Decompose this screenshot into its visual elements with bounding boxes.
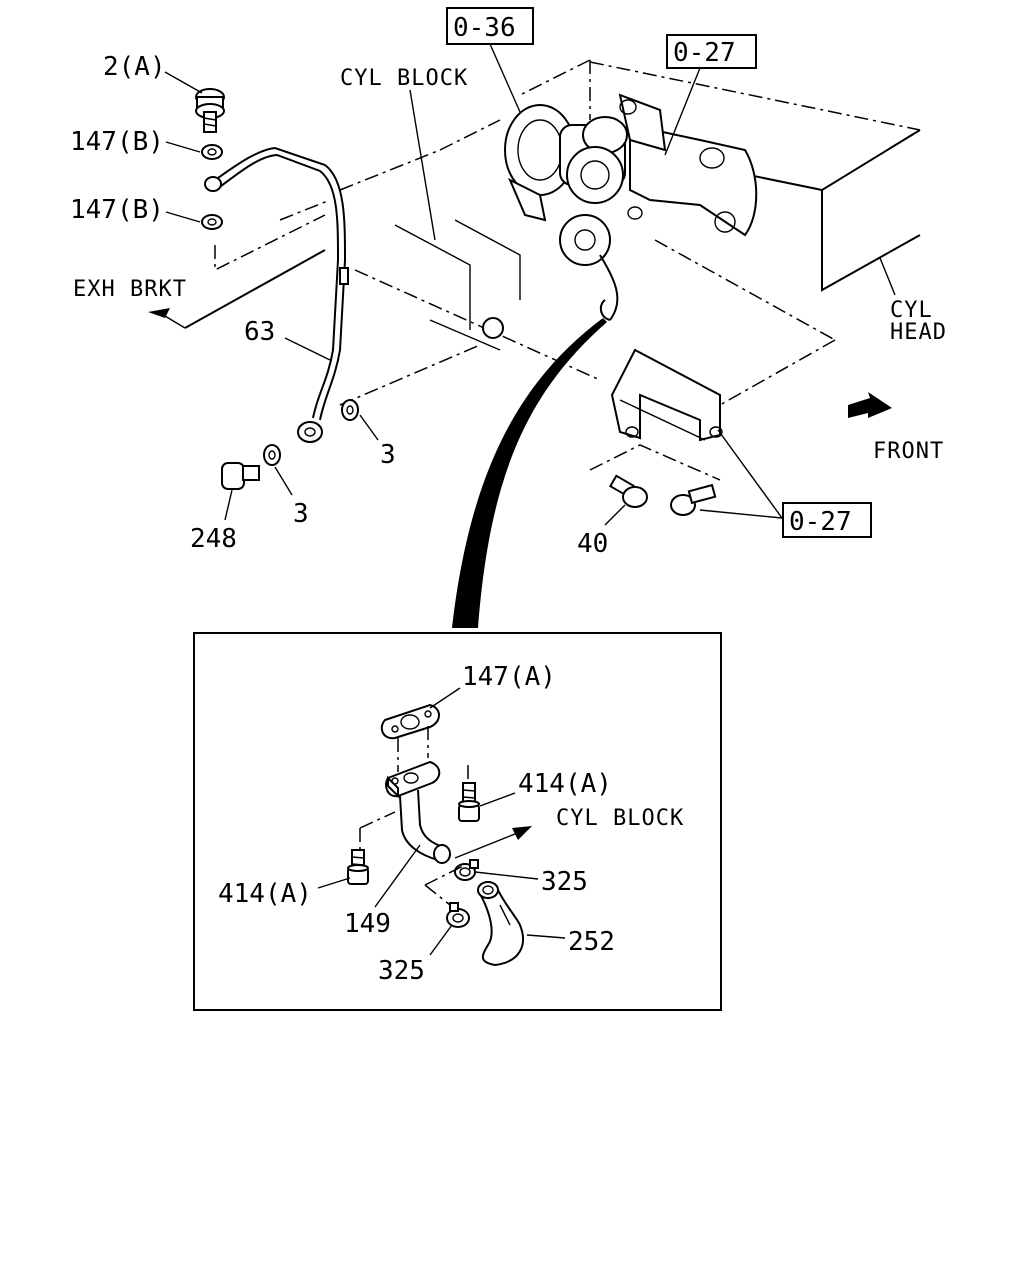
note-cyl-head-line2: HEAD [890,320,947,345]
note-front: FRONT [873,439,944,464]
callout-63: 63 [244,317,275,347]
gasket-147a [380,703,440,772]
note-cyl-head-line1: CYL [890,298,933,323]
callout-325-left: 325 [378,956,425,986]
callout-2a: 2(A) [103,52,166,82]
clamp-325-left [446,902,470,928]
washer-3-right [341,399,359,421]
detail-view: 147(A) 414(A) CYL BLOCK 414(A) 149 325 3… [193,632,722,1011]
ref-0-36: 0-36 [453,13,516,43]
turbocharger-assembly [504,93,758,321]
note-exh-brkt: EXH BRKT [73,277,187,302]
callout-3-right: 3 [380,440,396,470]
hose-252 [477,881,524,967]
bolt-2a [195,88,225,133]
detail-connector [452,318,607,628]
washer-3-left [263,444,281,466]
callout-147b-upper: 147(B) [70,127,164,157]
callout-252: 252 [568,927,615,957]
ref-box-0-27-bottom [782,502,872,538]
cyl-block-arrow [454,826,532,859]
callout-3-left: 3 [293,499,309,529]
callout-149: 149 [344,909,391,939]
note-cyl-block-top: CYL BLOCK [340,66,468,91]
callout-248: 248 [190,524,237,554]
bolt-414a-left [347,811,396,885]
callout-414a-right: 414(A) [518,769,612,799]
callout-147a: 147(A) [462,662,556,692]
ref-box-0-36 [446,7,534,45]
front-arrow-icon [848,392,892,418]
callout-414a-left: 414(A) [218,879,312,909]
ref-0-27-top: 0-27 [673,38,736,68]
ref-0-27-bottom: 0-27 [789,507,852,537]
callout-147b-lower: 147(B) [70,195,164,225]
oil-union [482,317,504,339]
exhaust-bracket [610,348,723,442]
leader-lines-top [164,43,896,526]
note-cyl-block-detail: CYL BLOCK [556,806,684,831]
bolt-0-27-bottom [670,483,717,516]
clamp-325-right [454,859,479,881]
washer-147b-upper [201,144,223,160]
plug-248 [221,462,260,490]
oil-return-pipe-149 [385,760,451,864]
engine-outline [184,59,921,481]
callout-325-right: 325 [541,867,588,897]
ref-box-0-27-top [666,34,757,69]
bolt-40 [608,474,648,508]
bolt-414a-right [458,765,480,822]
exh-brkt-arrow [148,308,186,329]
washer-147b-lower [201,214,223,230]
oil-feed-pipe-63 [204,146,349,443]
callout-40: 40 [577,529,608,559]
detail-frame [193,632,722,1011]
